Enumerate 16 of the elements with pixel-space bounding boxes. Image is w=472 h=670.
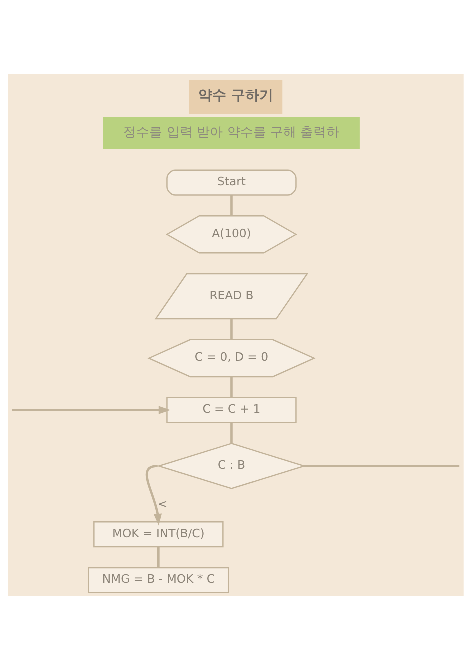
label: 정수를 입력 받아 약수를 구해 출력하	[124, 126, 340, 141]
diagram-title: 약수 구하기	[198, 88, 274, 104]
arrow	[146, 465, 162, 526]
connector	[230, 422, 233, 444]
connector	[230, 377, 233, 398]
edge-label: <	[158, 497, 168, 512]
node-diamond: C : B	[156, 443, 306, 490]
arrow	[12, 406, 171, 414]
connector	[304, 465, 460, 468]
node-box: MOK = INT(B/C)	[94, 522, 224, 548]
connector	[230, 319, 233, 340]
connector	[230, 195, 233, 216]
node-box: C = C + 1	[166, 397, 297, 424]
node-box: Start	[166, 170, 297, 196]
connector	[158, 547, 160, 568]
node-box: NMG = B - MOK * C	[88, 567, 230, 594]
